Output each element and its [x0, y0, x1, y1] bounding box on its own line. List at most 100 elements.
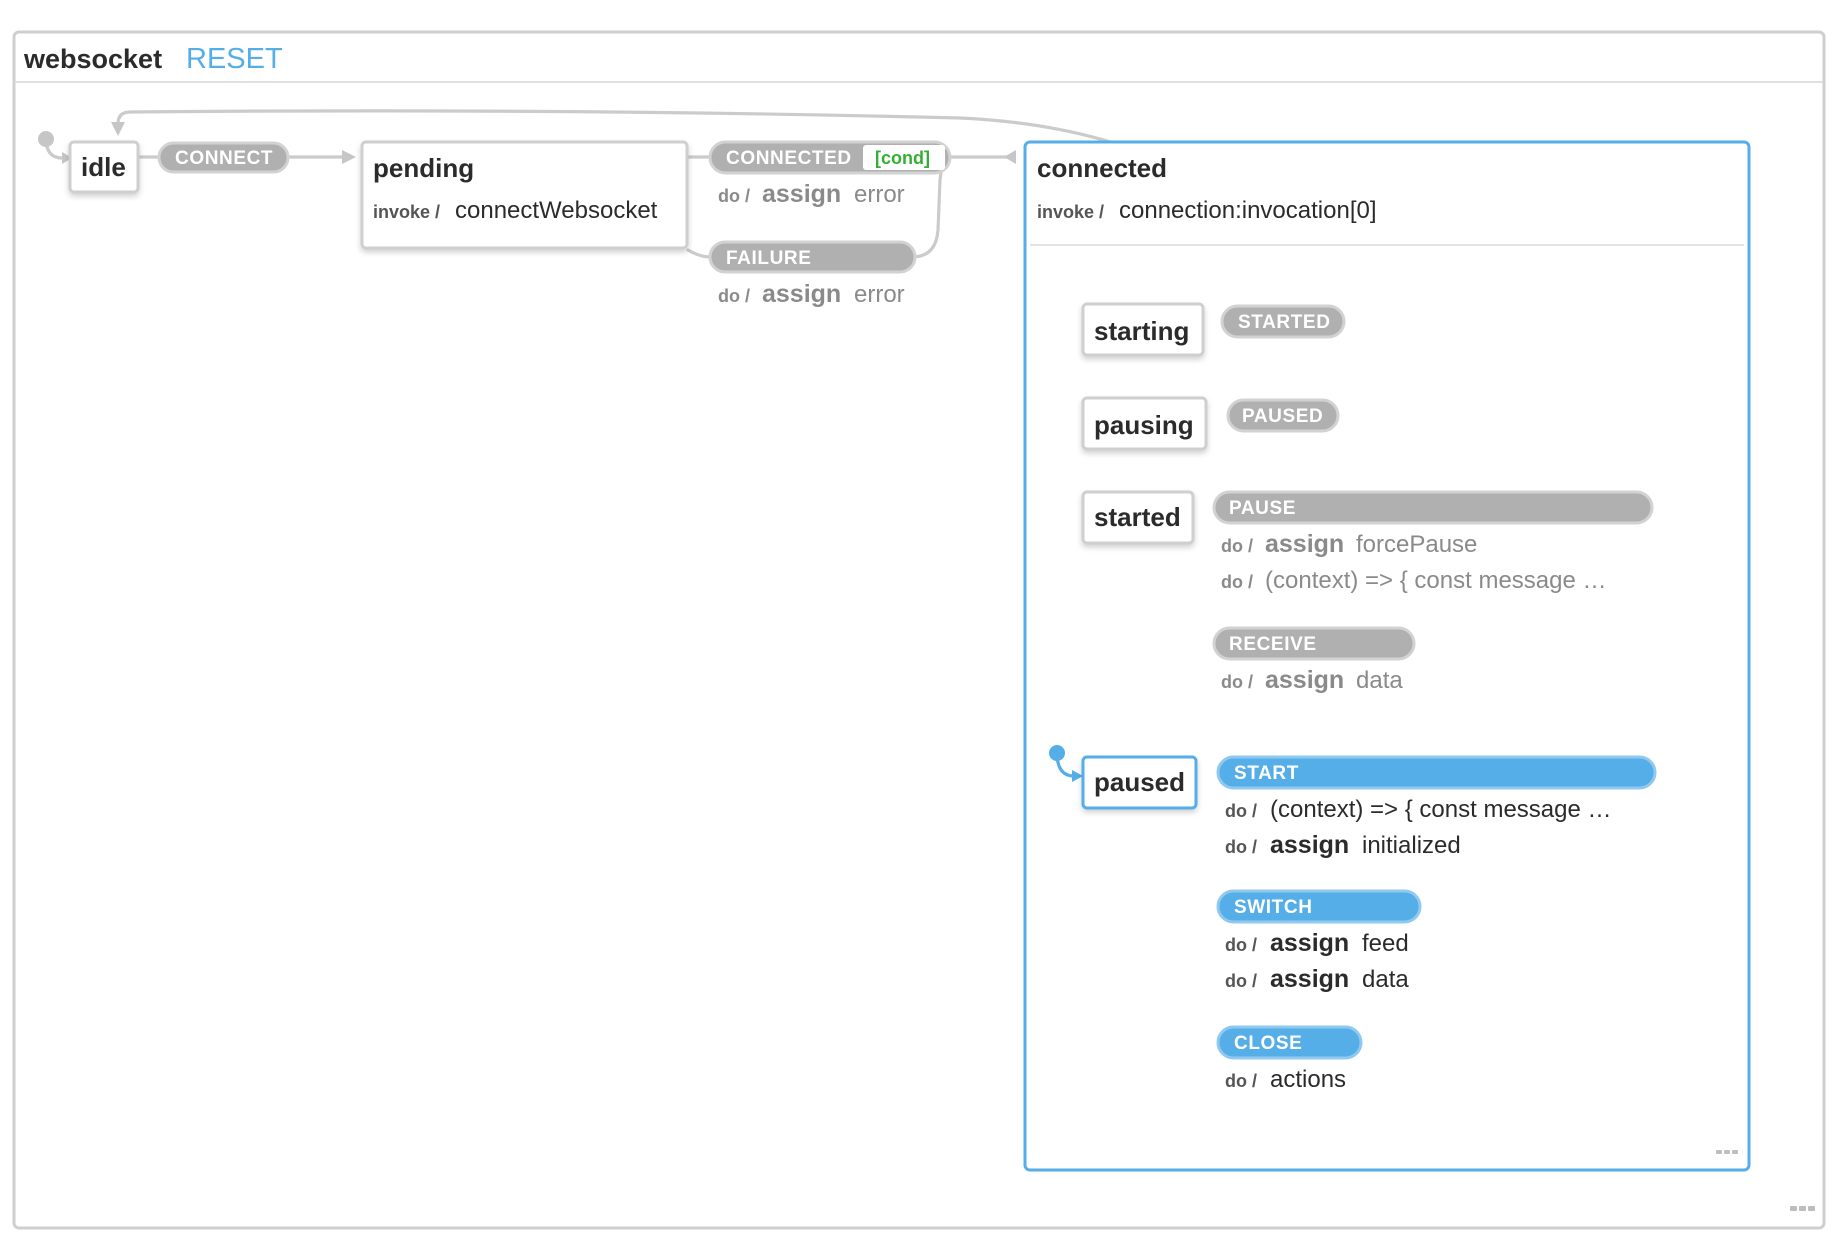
event-failure-label: FAILURE: [726, 248, 811, 269]
ellipsis-icon-dot: [1724, 1150, 1730, 1154]
start-action-1-do: do /: [1225, 801, 1257, 821]
edge-pending-failure: [686, 248, 712, 259]
event-paused-pill: [1226, 398, 1340, 433]
failure-action-keyword: assign: [762, 280, 841, 308]
state-connected-name: connected: [1037, 153, 1167, 183]
switch-action-1-do: do /: [1225, 935, 1257, 955]
state-started-name: started: [1094, 502, 1181, 532]
state-starting[interactable]: starting: [1081, 302, 1205, 357]
state-pending-name: pending: [373, 153, 474, 183]
event-started-pill: [1220, 304, 1346, 339]
switch-action-1-keyword: assign: [1270, 929, 1349, 957]
state-started-box: [1081, 490, 1195, 545]
event-failure-pill: [708, 240, 917, 274]
ellipsis-icon[interactable]: [1790, 1206, 1815, 1211]
event-connect-pill: [157, 141, 290, 174]
close-action-value: actions: [1270, 1066, 1346, 1093]
event-start[interactable]: START: [1216, 755, 1657, 790]
start-action-2-keyword: assign: [1270, 831, 1349, 859]
initial-state-dot: [38, 131, 54, 147]
arrowhead-idle: [62, 152, 72, 164]
state-paused-box: [1081, 755, 1198, 810]
event-connected[interactable]: CONNECTED [cond]: [708, 140, 952, 175]
connected-invoke-label: invoke /: [1037, 202, 1104, 222]
state-pausing-box: [1081, 396, 1208, 451]
event-started-label: STARTED: [1238, 312, 1331, 333]
connected-action-value: error: [854, 181, 905, 208]
event-connected-label: CONNECTED: [726, 148, 852, 169]
event-paused[interactable]: PAUSED: [1226, 398, 1340, 433]
receive-action-do: do /: [1221, 672, 1253, 692]
pending-invoke-value: connectWebsocket: [455, 197, 658, 224]
failure-action-value: error: [854, 281, 905, 308]
event-start-label: START: [1234, 763, 1299, 784]
event-close-label: CLOSE: [1234, 1033, 1302, 1054]
state-starting-name: starting: [1094, 316, 1189, 346]
state-idle-name: idle: [81, 152, 126, 182]
receive-action-keyword: assign: [1265, 666, 1344, 694]
receive-action-value: data: [1356, 667, 1403, 694]
start-action-2-value: initialized: [1362, 832, 1461, 859]
event-receive-label: RECEIVE: [1229, 634, 1317, 655]
pause-action-2-value: (context) => { const message …: [1265, 567, 1607, 594]
connected-action-do: do /: [718, 186, 750, 206]
event-close[interactable]: CLOSE: [1216, 1025, 1363, 1060]
ellipsis-icon[interactable]: [1716, 1150, 1738, 1154]
ellipsis-icon-dot: [1790, 1206, 1797, 1211]
event-close-pill: [1216, 1025, 1363, 1060]
pause-action-1-do: do /: [1221, 536, 1253, 556]
event-pause[interactable]: PAUSE: [1212, 490, 1654, 525]
ellipsis-icon-dot: [1716, 1150, 1722, 1154]
pending-invoke-label: invoke /: [373, 202, 440, 222]
event-receive-pill: [1212, 626, 1416, 661]
edge-initial-paused: [1055, 753, 1076, 778]
reset-button[interactable]: RESET: [186, 43, 283, 75]
state-idle-box: [68, 140, 140, 194]
ellipsis-icon-dot: [1799, 1206, 1806, 1211]
event-connect-label: CONNECT: [175, 148, 273, 169]
state-idle[interactable]: idle: [68, 140, 140, 194]
arrowhead-connected: [1004, 150, 1016, 164]
state-pausing-name: pausing: [1094, 410, 1194, 440]
pause-action-2-do: do /: [1221, 572, 1253, 592]
switch-action-2-value: data: [1362, 966, 1409, 993]
initial-paused-dot: [1049, 745, 1065, 761]
machine-title: websocket: [23, 44, 162, 74]
switch-action-2-keyword: assign: [1270, 965, 1349, 993]
state-paused-name: paused: [1094, 767, 1185, 797]
state-starting-box: [1081, 302, 1205, 357]
guard-box: [863, 145, 945, 170]
event-paused-label: PAUSED: [1242, 406, 1323, 427]
event-pause-label: PAUSE: [1229, 498, 1296, 519]
state-pending[interactable]: pending invoke / connectWebsocket: [360, 140, 689, 250]
pause-action-1-keyword: assign: [1265, 530, 1344, 558]
event-switch-label: SWITCH: [1234, 897, 1313, 918]
switch-action-2-do: do /: [1225, 971, 1257, 991]
failure-action-do: do /: [718, 286, 750, 306]
event-connected-guard: [cond]: [875, 148, 930, 168]
event-switch-pill: [1216, 889, 1422, 924]
state-started[interactable]: started: [1081, 490, 1195, 545]
event-connect[interactable]: CONNECT: [157, 141, 290, 174]
event-started[interactable]: STARTED: [1220, 304, 1346, 339]
event-receive[interactable]: RECEIVE: [1212, 626, 1416, 661]
event-switch[interactable]: SWITCH: [1216, 889, 1422, 924]
state-paused[interactable]: paused: [1081, 755, 1198, 810]
state-pausing[interactable]: pausing: [1081, 396, 1208, 451]
switch-action-1-value: feed: [1362, 930, 1409, 957]
close-action-do: do /: [1225, 1071, 1257, 1091]
start-action-2-do: do /: [1225, 837, 1257, 857]
arrowhead-idle-top: [111, 122, 125, 136]
state-pending-box: [360, 140, 689, 250]
event-start-pill: [1216, 755, 1657, 790]
arrowhead-pending: [342, 150, 356, 164]
connected-action-keyword: assign: [762, 180, 841, 208]
ellipsis-icon-dot: [1732, 1150, 1738, 1154]
ellipsis-icon-dot: [1808, 1206, 1815, 1211]
event-pause-pill: [1212, 490, 1654, 525]
connected-invoke-value: connection:invocation[0]: [1119, 197, 1377, 224]
event-failure[interactable]: FAILURE: [708, 240, 917, 274]
pause-action-1-value: forcePause: [1356, 531, 1477, 558]
start-action-1-value: (context) => { const message …: [1270, 796, 1612, 823]
